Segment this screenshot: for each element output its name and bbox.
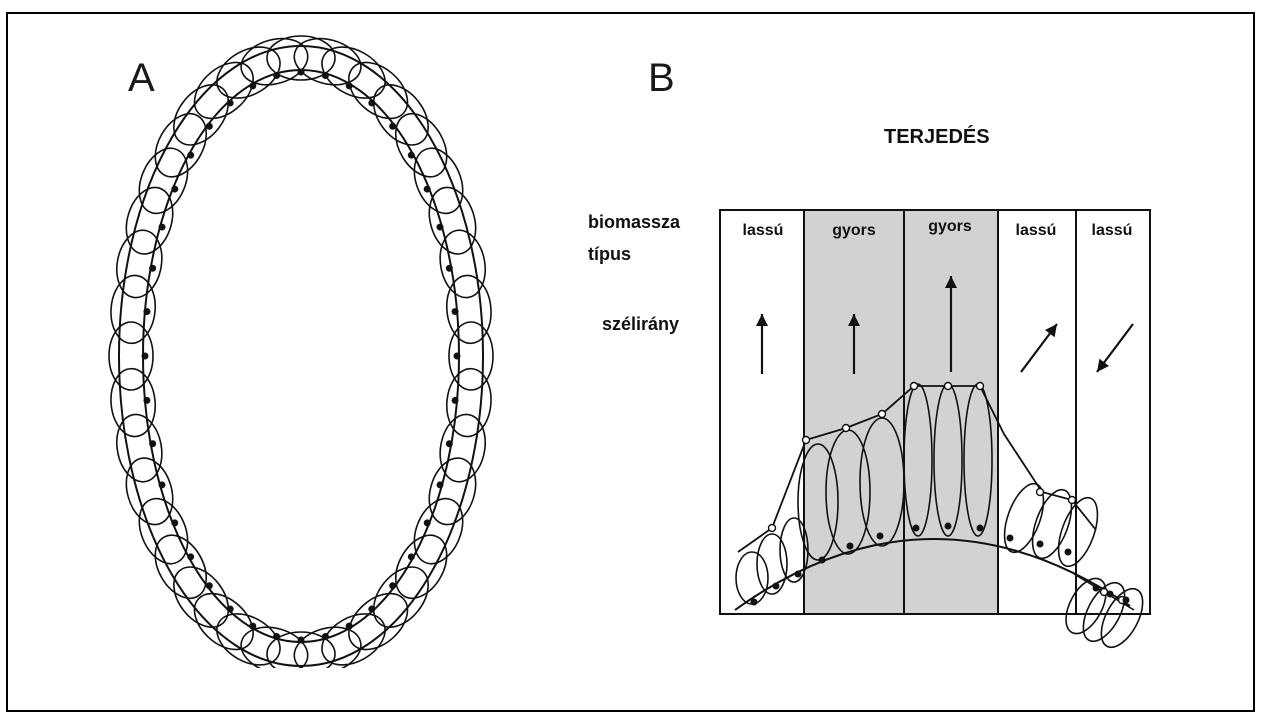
- spread-ellipse: [111, 226, 167, 301]
- spread-ellipse: [208, 603, 289, 668]
- ignition-point: [171, 519, 178, 526]
- ignition-point: [206, 123, 213, 130]
- wind-arrow-head: [756, 314, 768, 326]
- front-point: [1069, 497, 1076, 504]
- ignition-point: [408, 152, 415, 159]
- ignition-point: [446, 440, 453, 447]
- ignition-point: [159, 224, 166, 231]
- ignition-point: [206, 582, 213, 589]
- ignition-point: [368, 606, 375, 613]
- wind-arrow-head: [1045, 324, 1057, 337]
- ignition-point: [187, 152, 194, 159]
- ignition-point: [977, 525, 984, 532]
- ignition-point: [913, 525, 920, 532]
- column-header-5: lassú: [1076, 222, 1148, 240]
- ignition-point: [1123, 597, 1130, 604]
- spread-ellipse: [736, 552, 768, 604]
- panel-b-title: TERJEDÉS: [884, 126, 990, 149]
- biomass-type-label-line2: típus: [588, 242, 631, 266]
- spread-ellipse: [1058, 572, 1114, 640]
- ignition-point: [454, 353, 461, 360]
- ignition-point: [143, 308, 150, 315]
- ignition-point: [1093, 585, 1100, 592]
- front-point: [1101, 589, 1108, 596]
- ignition-point: [1007, 535, 1014, 542]
- spread-ellipse: [108, 367, 158, 439]
- front-point: [1037, 489, 1044, 496]
- front-point: [945, 383, 952, 390]
- front-point: [879, 411, 886, 418]
- panel-a-letter: A: [128, 56, 155, 101]
- ignition-point: [1065, 549, 1072, 556]
- spread-ellipse: [236, 31, 313, 92]
- ignition-point: [408, 553, 415, 560]
- ignition-point: [143, 397, 150, 404]
- shaded-column: [904, 210, 998, 614]
- ignition-point: [149, 440, 156, 447]
- spread-ellipse: [1051, 493, 1106, 572]
- ignition-point: [1107, 591, 1114, 598]
- ignition-point: [171, 186, 178, 193]
- biomass-type-label-line1: biomassza: [588, 210, 680, 234]
- ignition-point: [159, 481, 166, 488]
- column-header-2: gyors: [804, 222, 904, 240]
- wind-direction-label: szélirány: [602, 312, 679, 336]
- ignition-point: [452, 308, 459, 315]
- spread-ellipse: [289, 31, 366, 92]
- ignition-point: [446, 265, 453, 272]
- ignition-point: [149, 265, 156, 272]
- shaded-column: [804, 210, 904, 614]
- spread-ellipse: [111, 411, 167, 486]
- spread-ellipse: [108, 274, 158, 346]
- front-point: [843, 425, 850, 432]
- outer-boundary: [119, 46, 483, 666]
- spread-ellipse: [435, 226, 491, 301]
- ignition-point: [227, 99, 234, 106]
- ignition-point: [945, 523, 952, 530]
- ignition-point: [436, 481, 443, 488]
- front-point: [911, 383, 918, 390]
- spread-ellipse: [435, 411, 491, 486]
- ignition-point: [1037, 541, 1044, 548]
- front-point: [769, 525, 776, 532]
- panel-b-letter: B: [648, 56, 675, 101]
- ignition-point: [424, 186, 431, 193]
- ignition-point: [142, 353, 149, 360]
- ignition-point: [187, 553, 194, 560]
- spread-ellipse: [1075, 576, 1133, 648]
- spread-ellipse: [444, 274, 494, 346]
- spread-ellipse: [444, 367, 494, 439]
- panel-a-ring-fire-spread: [108, 31, 494, 668]
- ignition-point: [773, 583, 780, 590]
- column-header-4: lassú: [998, 222, 1074, 240]
- ignition-point: [877, 533, 884, 540]
- column-header-1: lassú: [722, 222, 804, 240]
- fast-biomass-shading: [804, 210, 998, 614]
- ignition-point: [795, 571, 802, 578]
- ignition-point: [751, 599, 758, 606]
- column-header-3: gyors: [904, 218, 996, 236]
- front-point: [803, 437, 810, 444]
- ignition-point: [389, 123, 396, 130]
- ignition-point: [436, 224, 443, 231]
- ignition-point: [452, 397, 459, 404]
- wind-arrow-head: [1097, 359, 1109, 372]
- front-point: [977, 383, 984, 390]
- ignition-point: [819, 557, 826, 564]
- ignition-point: [424, 519, 431, 526]
- ignition-point: [847, 543, 854, 550]
- ignition-point: [389, 582, 396, 589]
